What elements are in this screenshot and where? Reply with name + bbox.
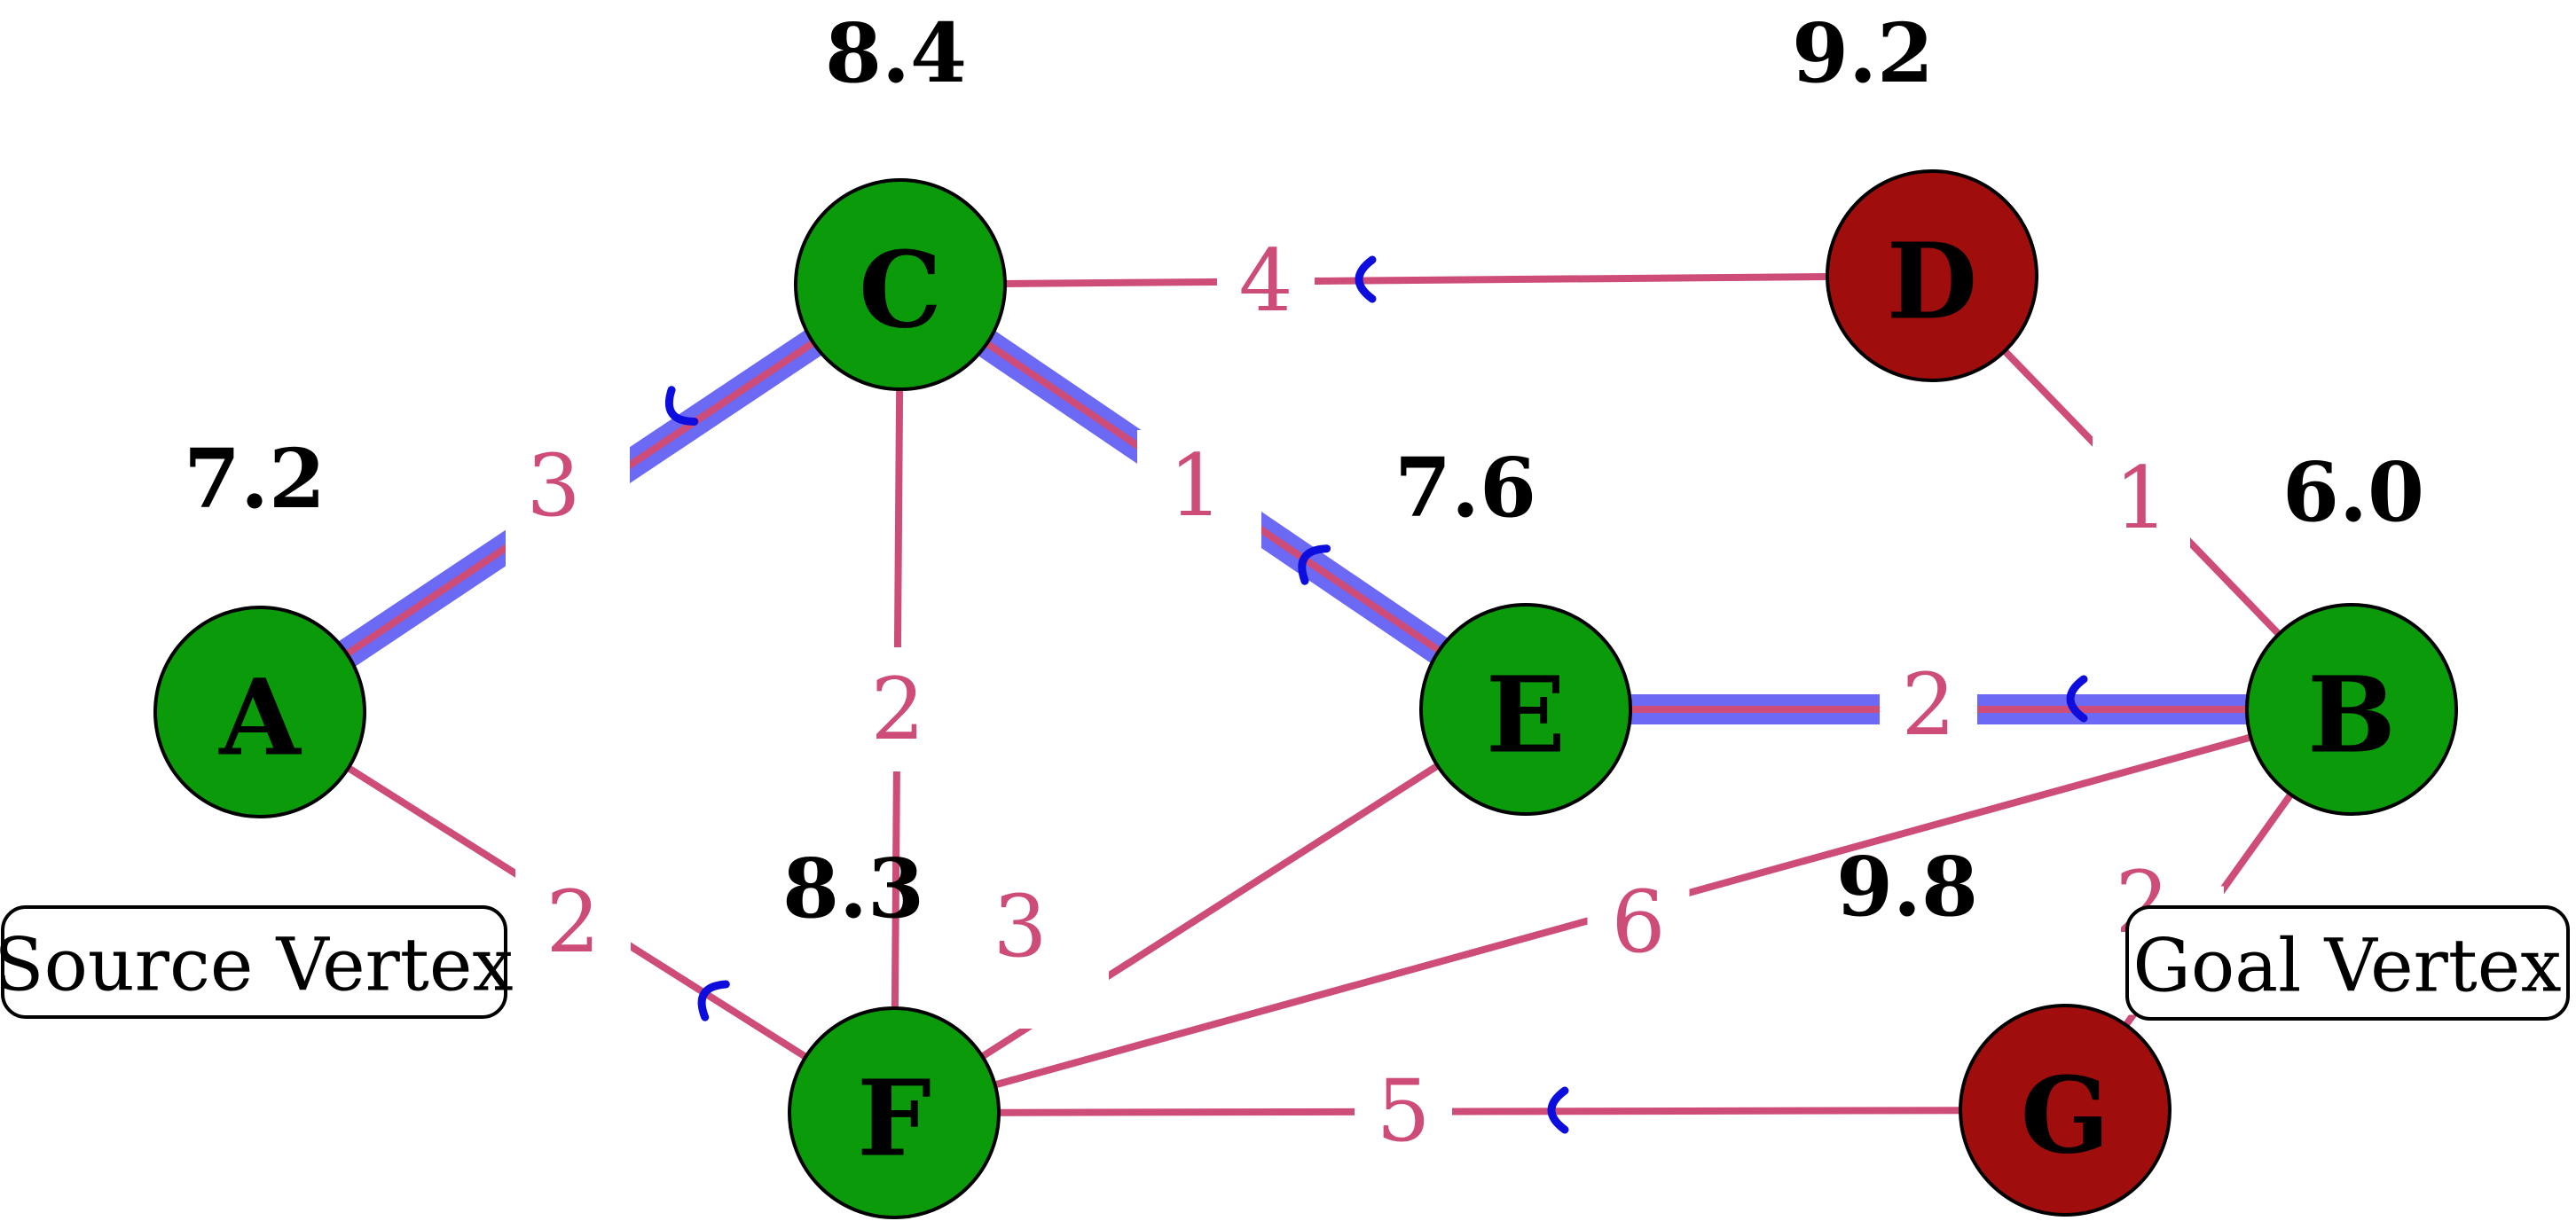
edge-weight-E-F: 3 (993, 877, 1047, 976)
node-circle-G (1959, 1004, 2172, 1217)
node-label-G: G (2021, 1054, 2110, 1178)
callout-goal-vertex: Goal Vertex (2125, 905, 2570, 1021)
node-circle-A (153, 606, 366, 818)
node-circle-C (794, 178, 1007, 391)
node-label-D: D (1887, 220, 1977, 343)
edge-weight-F-B: 6 (1611, 873, 1665, 972)
node-A: A (153, 606, 366, 818)
node-label-B: B (2307, 654, 2396, 777)
parent-arrows-layer (664, 255, 2088, 1134)
heuristic-value-G: 9.8 (1836, 839, 1978, 935)
parent-arrow-A-F (697, 980, 730, 1021)
edge-weight-C-F: 2 (870, 660, 924, 759)
edge-label-gap-F-B (1587, 851, 1690, 975)
edge-label-gap-E-B (1880, 643, 1977, 767)
edge-label-gap-E-F (985, 896, 1109, 1029)
parent-arrow-E-B (2066, 675, 2088, 723)
parent-arrow-C-E (1298, 544, 1331, 585)
edge-F-G (893, 1107, 2066, 1116)
node-F: F (788, 1006, 1001, 1219)
node-circle-E (1419, 603, 1632, 816)
nodes-layer: A C D E B F G (153, 169, 2458, 1219)
edge-weight-D-B: 1 (2114, 449, 2168, 548)
heuristic-value-B: 6.0 (2282, 444, 2424, 540)
edge-label-gap-C-F (851, 647, 945, 771)
heuristic-value-F: 8.3 (782, 841, 924, 936)
node-C: C (794, 178, 1007, 391)
node-circle-D (1826, 169, 2038, 382)
edge-label-gap-C-E (1137, 430, 1261, 563)
heuristic-value-D: 9.2 (1792, 5, 1934, 101)
heuristic-value-A: 7.2 (184, 431, 326, 527)
node-B: B (2245, 603, 2458, 816)
heuristic-value-E: 7.6 (1394, 440, 1536, 536)
edge-E-F (891, 706, 1528, 1116)
edge-weight-C-E: 1 (1168, 436, 1222, 536)
edge-C-D (899, 272, 1933, 288)
node-label-E: E (1486, 654, 1566, 777)
parent-arrow-C-D (1355, 255, 1377, 303)
node-circle-F (788, 1006, 1001, 1219)
callout-goal-label: Goal Vertex (2132, 925, 2561, 1009)
parent-arrow-A-C (664, 386, 699, 426)
callout-source-box (1, 905, 507, 1019)
node-G: G (1959, 1004, 2172, 1217)
callouts-layer: Source Vertex Goal Vertex (0, 905, 2570, 1021)
edge-weight-F-G: 5 (1376, 1061, 1430, 1161)
parent-arrow-F-G (1547, 1086, 1569, 1134)
edge-weight-A-C: 3 (526, 436, 580, 536)
edge-weight-A-F: 2 (546, 873, 600, 972)
heuristic-value-C: 8.4 (825, 5, 967, 101)
callout-source-vertex: Source Vertex (0, 905, 514, 1019)
edge-label-gap-A-C (506, 434, 630, 567)
edge-label-gap-D-B (2093, 434, 2190, 559)
callout-goal-box (2125, 905, 2570, 1021)
heuristic-labels-layer: 7.2 8.4 9.2 7.6 6.0 8.3 9.8 (184, 5, 2424, 936)
node-label-C: C (859, 229, 942, 352)
edge-weight-C-D: 4 (1238, 231, 1292, 331)
node-circle-B (2245, 603, 2458, 816)
node-label-A: A (218, 656, 302, 779)
callout-source-label: Source Vertex (0, 924, 514, 1008)
edge-weight-E-B: 2 (1901, 655, 1955, 755)
edge-label-gap-A-F (515, 850, 631, 980)
edge-label-gap-C-D (1217, 219, 1315, 343)
node-label-F: F (857, 1057, 931, 1180)
edge-label-gap-F-G (1355, 1049, 1452, 1173)
node-D: D (1826, 169, 2038, 382)
node-E: E (1419, 603, 1632, 816)
